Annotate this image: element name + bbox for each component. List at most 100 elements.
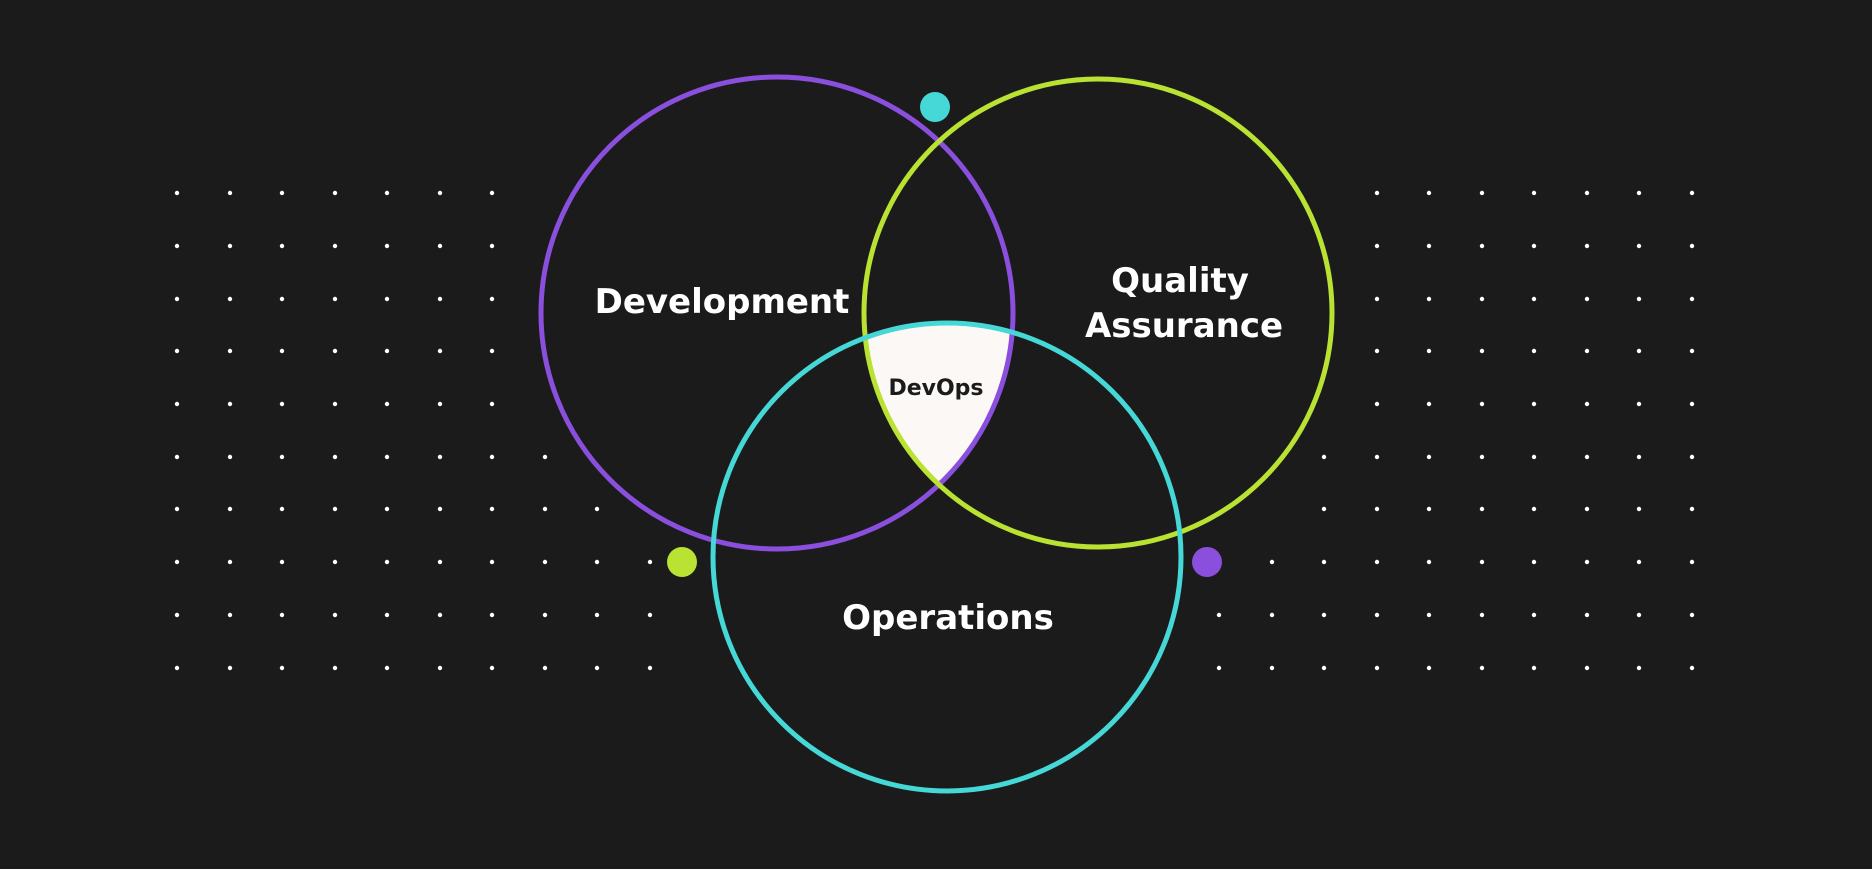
grid-dot bbox=[437, 348, 443, 354]
grid-dot bbox=[437, 243, 443, 249]
grid-dot bbox=[1374, 506, 1380, 512]
grid-dot bbox=[1584, 243, 1590, 249]
grid-dot bbox=[542, 612, 548, 618]
grid-dot bbox=[489, 348, 495, 354]
grid-dot bbox=[594, 612, 600, 618]
grid-dot bbox=[1636, 190, 1642, 196]
grid-dot bbox=[332, 665, 338, 671]
grid-dot bbox=[227, 401, 233, 407]
dot-grid-left bbox=[174, 190, 653, 671]
grid-dot bbox=[1374, 665, 1380, 671]
grid-dot bbox=[279, 559, 285, 565]
grid-dot bbox=[174, 612, 180, 618]
grid-dot bbox=[1426, 190, 1432, 196]
grid-dot bbox=[437, 506, 443, 512]
operations-circle bbox=[710, 320, 1184, 794]
quality-assurance-label-line2: Assurance bbox=[1085, 306, 1283, 346]
grid-dot bbox=[437, 559, 443, 565]
grid-dot bbox=[1321, 506, 1327, 512]
grid-dot bbox=[174, 665, 180, 671]
grid-dot bbox=[1269, 612, 1275, 618]
grid-dot bbox=[174, 190, 180, 196]
grid-dot bbox=[279, 348, 285, 354]
grid-dot bbox=[1584, 454, 1590, 460]
grid-dot bbox=[1531, 401, 1537, 407]
grid-dot bbox=[1584, 401, 1590, 407]
grid-dot bbox=[1689, 401, 1695, 407]
grid-dot bbox=[384, 612, 390, 618]
grid-dot bbox=[279, 190, 285, 196]
grid-dot bbox=[1374, 454, 1380, 460]
grid-dot bbox=[332, 559, 338, 565]
grid-dot bbox=[174, 348, 180, 354]
grid-dot bbox=[1636, 612, 1642, 618]
grid-dot bbox=[1426, 559, 1432, 565]
grid-dot bbox=[332, 506, 338, 512]
grid-dot bbox=[437, 401, 443, 407]
grid-dot bbox=[1374, 559, 1380, 565]
grid-dot bbox=[1531, 190, 1537, 196]
grid-dot bbox=[1689, 348, 1695, 354]
grid-dot bbox=[1689, 559, 1695, 565]
grid-dot bbox=[1531, 243, 1537, 249]
grid-dot bbox=[1269, 559, 1275, 565]
grid-dot bbox=[279, 665, 285, 671]
grid-dot bbox=[594, 665, 600, 671]
grid-dot bbox=[1636, 296, 1642, 302]
grid-dot bbox=[489, 559, 495, 565]
operations-label: Operations bbox=[842, 598, 1054, 638]
grid-dot bbox=[174, 454, 180, 460]
grid-dot bbox=[332, 190, 338, 196]
grid-dot bbox=[384, 454, 390, 460]
grid-dot bbox=[1216, 612, 1222, 618]
grid-dot bbox=[279, 243, 285, 249]
grid-dot bbox=[1479, 190, 1485, 196]
grid-dot bbox=[384, 559, 390, 565]
grid-dot bbox=[437, 454, 443, 460]
grid-dot bbox=[279, 454, 285, 460]
grid-dot bbox=[1531, 559, 1537, 565]
grid-dot bbox=[1584, 665, 1590, 671]
grid-dot bbox=[437, 612, 443, 618]
grid-dot bbox=[1479, 243, 1485, 249]
grid-dot bbox=[594, 559, 600, 565]
grid-dot bbox=[1479, 348, 1485, 354]
grid-dot bbox=[174, 559, 180, 565]
grid-dot bbox=[1636, 243, 1642, 249]
grid-dot bbox=[384, 665, 390, 671]
grid-dot bbox=[647, 612, 653, 618]
grid-dot bbox=[542, 506, 548, 512]
grid-dot bbox=[174, 243, 180, 249]
grid-dot bbox=[227, 243, 233, 249]
grid-dot bbox=[1584, 559, 1590, 565]
grid-dot bbox=[1374, 243, 1380, 249]
grid-dot bbox=[489, 506, 495, 512]
devops-label: DevOps bbox=[888, 376, 983, 401]
grid-dot bbox=[437, 296, 443, 302]
grid-dot bbox=[1689, 612, 1695, 618]
grid-dot bbox=[1584, 348, 1590, 354]
grid-dot bbox=[1479, 401, 1485, 407]
grid-dot bbox=[227, 454, 233, 460]
grid-dot bbox=[1636, 665, 1642, 671]
grid-dot bbox=[1321, 612, 1327, 618]
grid-dot bbox=[1689, 665, 1695, 671]
grid-dot bbox=[1689, 454, 1695, 460]
grid-dot bbox=[174, 296, 180, 302]
grid-dot bbox=[279, 612, 285, 618]
grid-dot bbox=[1689, 296, 1695, 302]
grid-dot bbox=[489, 296, 495, 302]
grid-dot bbox=[1689, 506, 1695, 512]
grid-dot bbox=[1426, 348, 1432, 354]
grid-dot bbox=[489, 190, 495, 196]
grid-dot bbox=[542, 559, 548, 565]
grid-dot bbox=[489, 454, 495, 460]
development-label: Development bbox=[595, 282, 850, 322]
grid-dot bbox=[332, 296, 338, 302]
grid-dot bbox=[1479, 559, 1485, 565]
grid-dot bbox=[1374, 190, 1380, 196]
grid-dot bbox=[1321, 665, 1327, 671]
grid-dot bbox=[227, 665, 233, 671]
grid-dot bbox=[384, 506, 390, 512]
